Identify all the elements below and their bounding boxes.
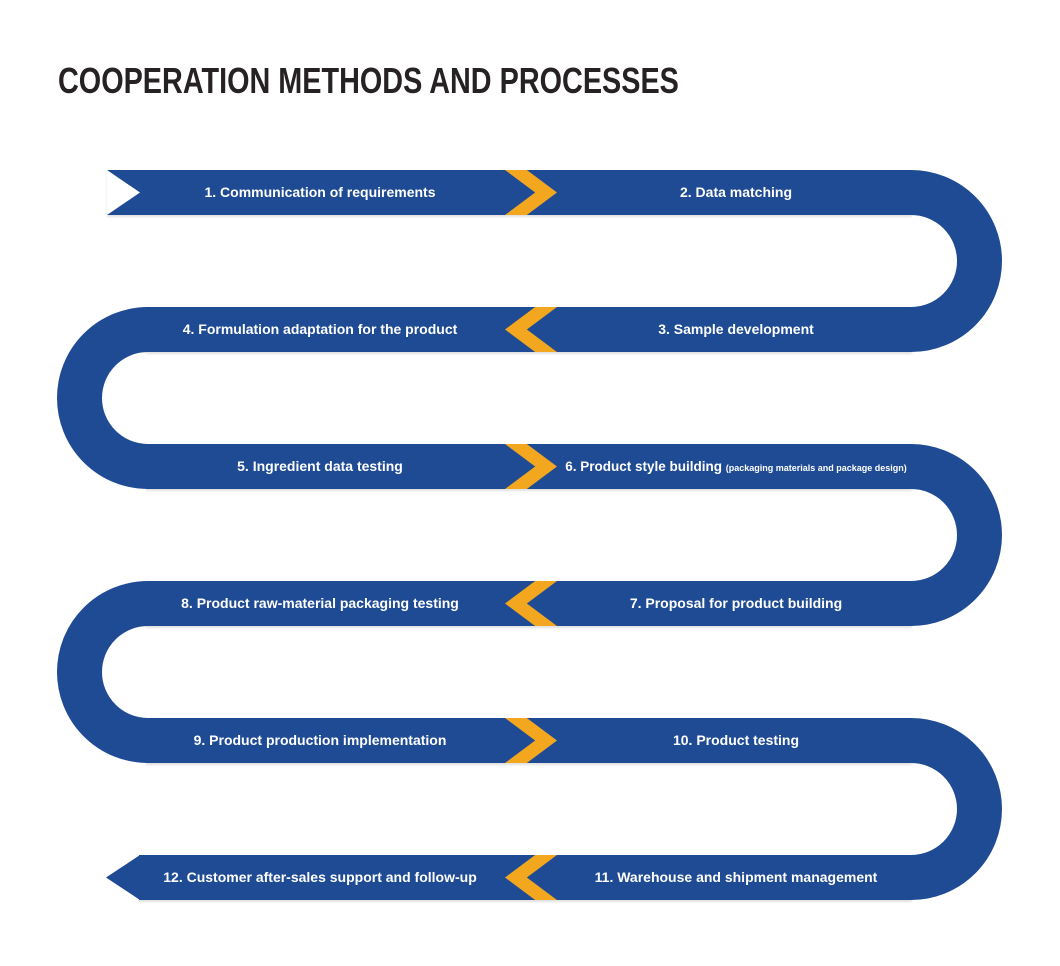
step-label-note: (packaging materials and package design)	[725, 463, 907, 473]
step-label: 10. Product testing	[672, 732, 800, 748]
ribbon-bar-row-1	[107, 170, 912, 215]
step-label: 4. Formulation adaptation for the produc…	[182, 321, 458, 337]
step-label: 12. Customer after-sales support and fol…	[163, 869, 477, 885]
step-label: 5. Ingredient data testing	[237, 458, 403, 474]
ribbon-end-arrowhead-icon	[106, 855, 140, 900]
step-label: 6. Product style building (packaging mat…	[546, 444, 926, 489]
step-label: 2. Data matching	[679, 184, 793, 200]
step-label: 9. Product production implementation	[193, 732, 447, 748]
page-title: COOPERATION METHODS AND PROCESSES	[58, 60, 679, 101]
step-label-main: 6. Product style building	[565, 459, 722, 474]
step-label: 3. Sample development	[658, 321, 814, 337]
step-label: 1. Communication of requirements	[204, 184, 436, 200]
step-label: 7. Proposal for product building	[629, 595, 843, 611]
step-label: 8. Product raw-material packaging testin…	[181, 595, 459, 611]
step-label: 11. Warehouse and shipment management	[594, 869, 878, 885]
